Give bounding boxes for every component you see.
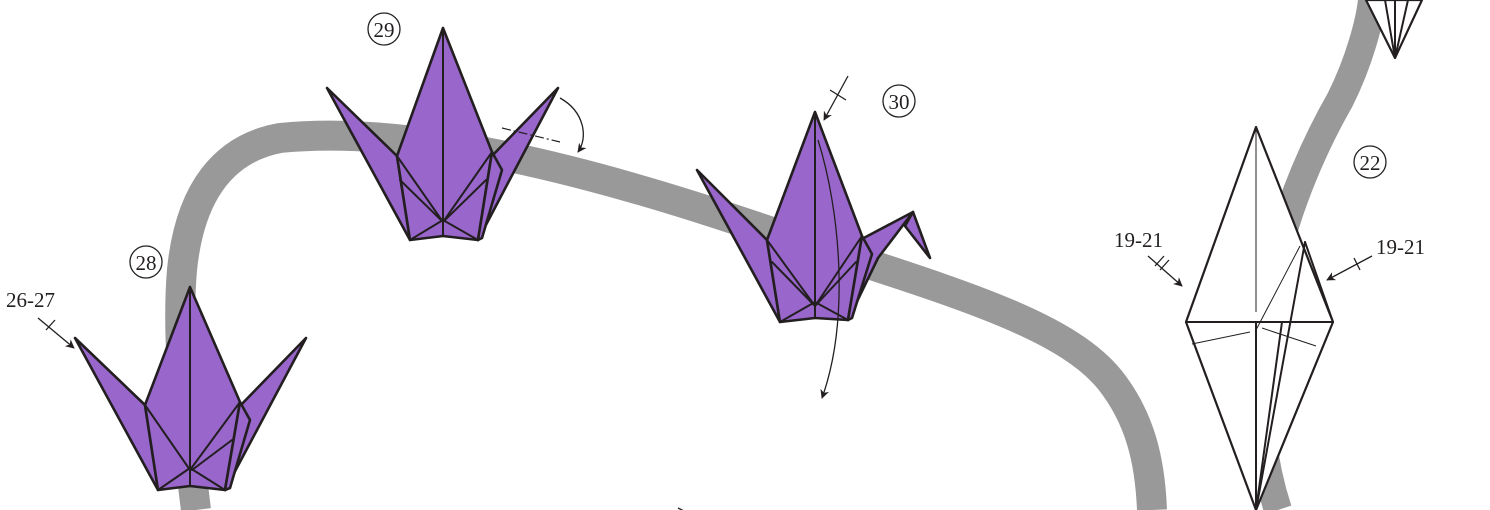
step-number-30-text: 30: [889, 90, 910, 114]
bird-base-step-22: [1184, 125, 1335, 510]
step-22-reference-left: 19-21: [1114, 228, 1163, 252]
step-number-29-text: 29: [374, 18, 395, 42]
step-number-22-text: 22: [1360, 151, 1381, 175]
step-28-reference: 26-27: [6, 288, 55, 312]
pleat-arrow-22-right: [1326, 255, 1373, 281]
crane-step-28: [73, 285, 308, 492]
step-path: [165, 120, 1167, 510]
step-number-28-text: 28: [136, 251, 157, 275]
step-number-22: 22: [1353, 145, 1387, 179]
step-number-30: 30: [882, 84, 916, 118]
fold-arrow-30: [817, 139, 840, 399]
step-number-29: 29: [367, 12, 401, 46]
crane-partial-top: [1364, 0, 1424, 60]
step-number-28: 28: [129, 245, 163, 279]
fold-arrow-29: [559, 97, 587, 153]
crane-step-30: [695, 110, 932, 324]
crane-step-29: [325, 26, 560, 242]
pleat-arrow-22-left: [1147, 255, 1183, 287]
valley-fold-line-29: [501, 127, 561, 143]
arrow-fragment-bottom: [677, 507, 684, 510]
pleat-arrow-30: [823, 75, 849, 121]
pleat-arrow-28: [37, 317, 75, 349]
step-22-reference-right: 19-21: [1376, 235, 1425, 259]
